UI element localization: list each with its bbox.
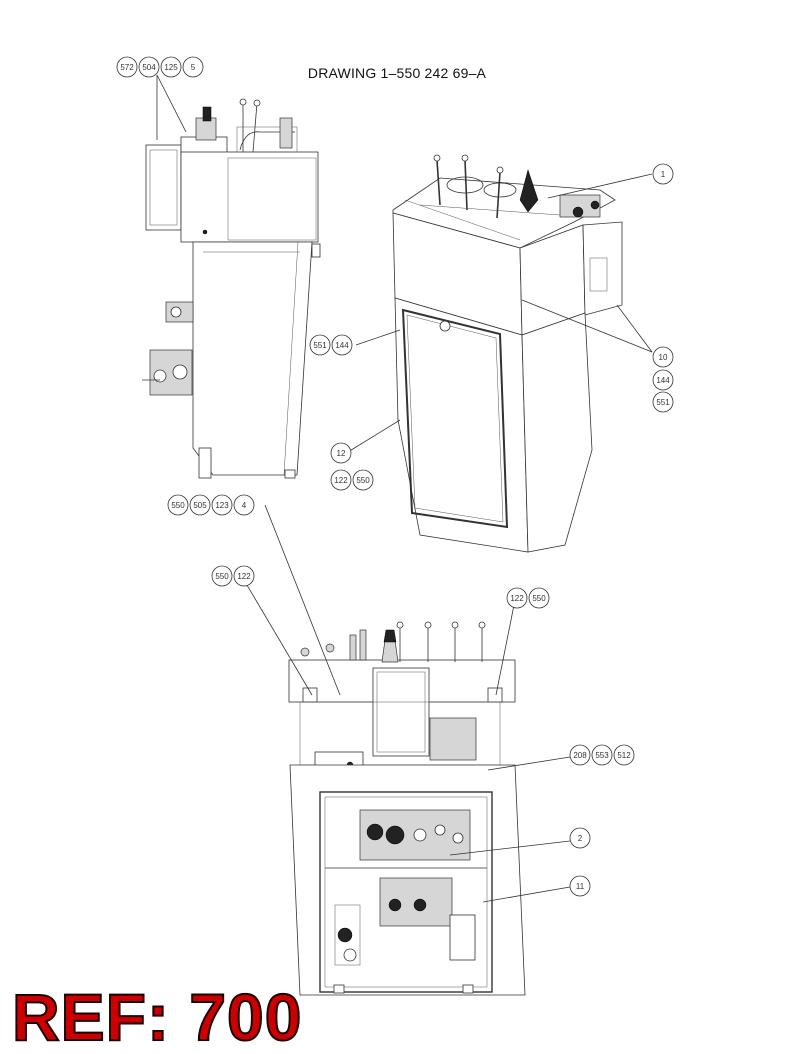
- front-open-view: [288, 621, 526, 996]
- drawing-title: DRAWING 1–550 242 69–A: [307, 65, 487, 81]
- callout-label: 5: [191, 63, 196, 72]
- callout-label: 125: [164, 63, 178, 72]
- callout-group-122-550-a: 122 550: [330, 469, 374, 491]
- callout-group-572-504-125-5: 572 504 125 5: [116, 56, 204, 78]
- callout-label: 550: [171, 501, 185, 510]
- callout-group-551-144: 551 144: [309, 334, 353, 356]
- callout-label: 144: [335, 341, 349, 350]
- callout-label: 122: [237, 572, 251, 581]
- callout-label: 144: [656, 376, 670, 385]
- callout-label: 505: [193, 501, 207, 510]
- callout-label: 572: [120, 63, 134, 72]
- callout-label: 123: [215, 501, 229, 510]
- callout-label: 551: [656, 398, 670, 407]
- callout-label: 512: [617, 751, 631, 760]
- callout-2: 2: [569, 827, 591, 849]
- callout-label: 550: [215, 572, 229, 581]
- callout-1: 1: [652, 163, 674, 185]
- callout-label: 553: [595, 751, 609, 760]
- callout-group-550-505-123-4: 550 505 123 4: [167, 494, 255, 516]
- callout-label: 550: [356, 476, 370, 485]
- isometric-view: [392, 154, 623, 553]
- callout-group-10-144-551: 10 144 551: [652, 346, 674, 413]
- side-view: [142, 98, 321, 479]
- callout-label: 122: [334, 476, 348, 485]
- callout-label: 12: [337, 449, 346, 458]
- callout-label: 1: [661, 170, 666, 179]
- callout-group-208-553-512: 208 553 512: [569, 744, 635, 766]
- callout-label: 10: [659, 353, 668, 362]
- callout-label: 504: [142, 63, 156, 72]
- callout-label: 2: [578, 834, 583, 843]
- ref-label: REF: 700: [11, 980, 303, 1054]
- callout-label: 4: [242, 501, 247, 510]
- callout-group-550-122: 550 122: [211, 565, 255, 587]
- callout-label: 550: [532, 594, 546, 603]
- callout-label: 208: [573, 751, 587, 760]
- callout-label: 551: [313, 341, 327, 350]
- callout-group-122-550-b: 122 550: [506, 587, 550, 609]
- callout-label: 122: [510, 594, 524, 603]
- callout-label: 11: [576, 882, 585, 891]
- leader-lines: [156, 74, 653, 903]
- callout-12: 12: [330, 442, 352, 464]
- callout-11: 11: [569, 875, 591, 897]
